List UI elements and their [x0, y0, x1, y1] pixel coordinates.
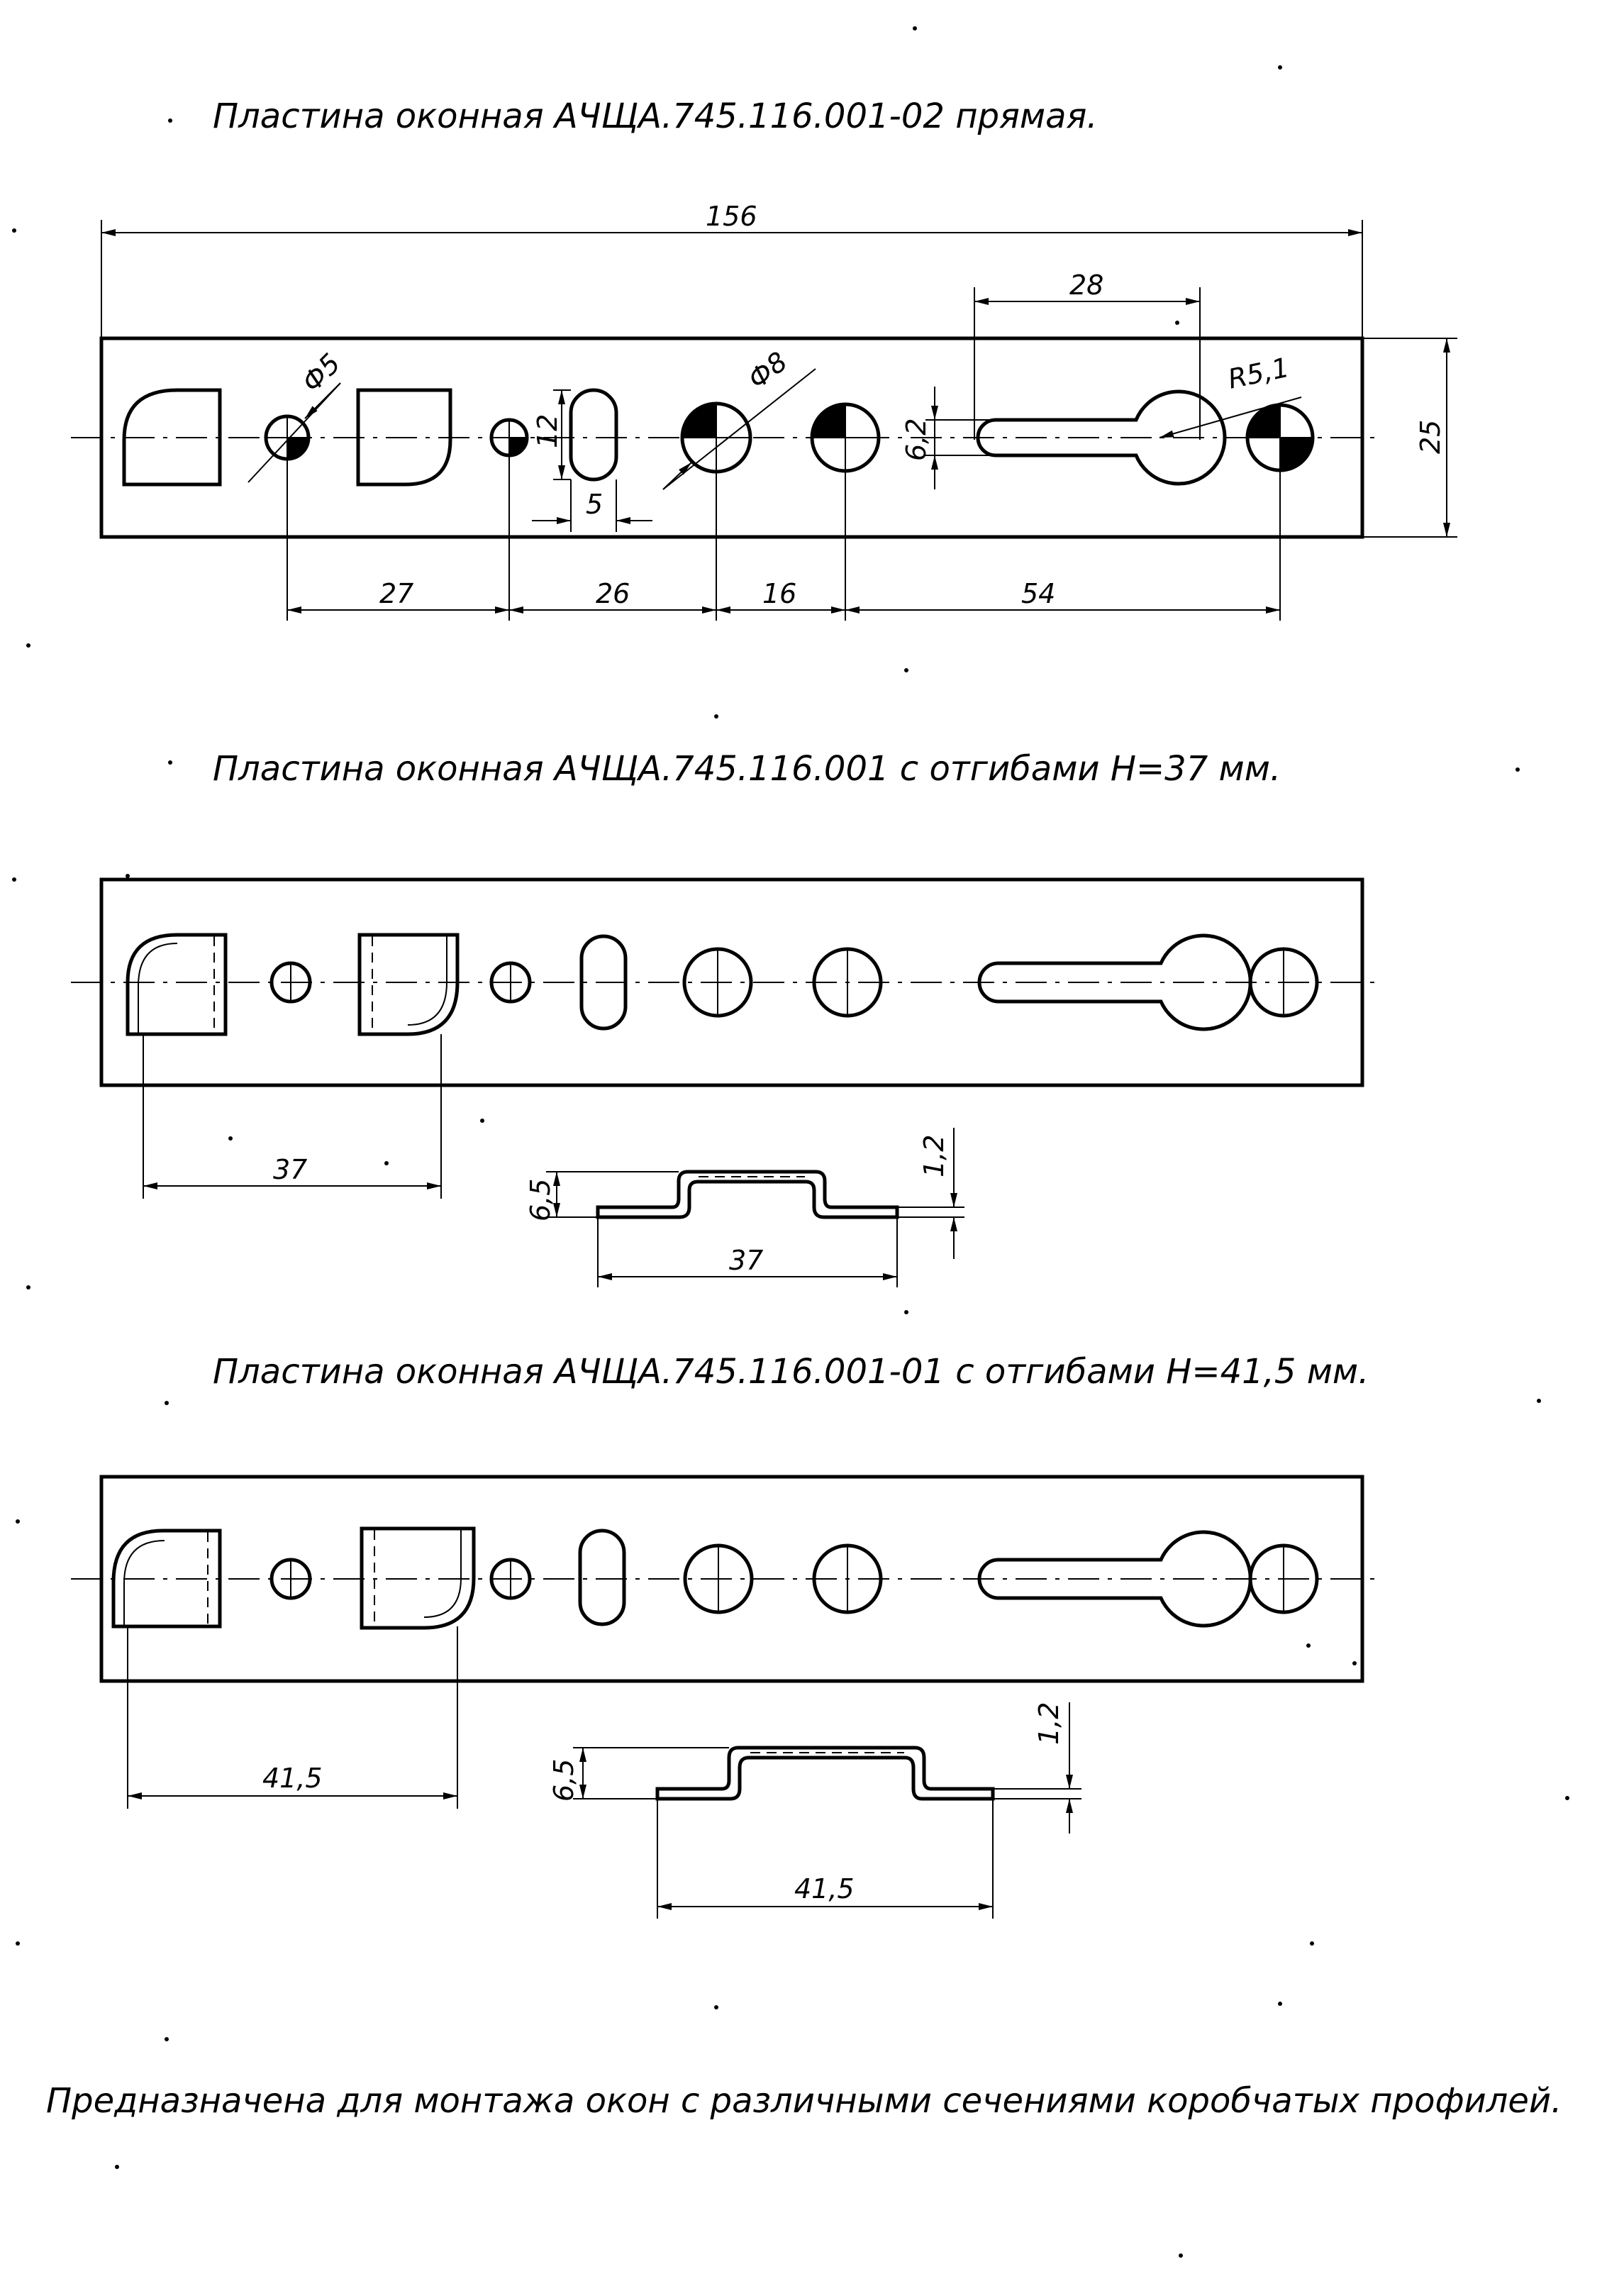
scan-specks [12, 26, 1569, 2258]
keyhole-slot [977, 1530, 1252, 1628]
oblong-slot [569, 388, 618, 482]
left-bent-tab [111, 1529, 222, 1629]
hole-marker [1247, 405, 1280, 438]
dim-key-width: 6,2 [901, 418, 932, 461]
dim-slot-length: 28 [1069, 270, 1103, 301]
right-bent-tab [360, 1526, 476, 1630]
keyhole-slot [977, 933, 1252, 1031]
keyhole-slot [976, 389, 1227, 486]
dim-pitch-4: 54 [1021, 578, 1055, 609]
purpose-note: Предназначена для монтажа окон с различн… [46, 2081, 1562, 2121]
dim-pitch-1: 27 [379, 578, 413, 609]
dim-bend-height-37: 6,5 [525, 1179, 556, 1221]
bend-section-profile [655, 1746, 995, 1801]
title-bent-41: Пластина оконная АЧЩА.745.116.001-01 с о… [213, 1352, 1369, 1392]
dim-bend-height-41: 6,5 [548, 1759, 579, 1802]
dim-pitch-3: 16 [762, 578, 796, 609]
dim-key-radius: R5,1 [1225, 352, 1292, 395]
dim-flange-41: 41,5 [262, 1763, 323, 1794]
dim-overall-length: 156 [706, 201, 757, 232]
hole-marker [812, 404, 845, 438]
dimensions-straight: 156 28 R5,1 25 Ф5 Ф8 12 5 [101, 201, 1457, 621]
dim-slot-height: 12 [532, 414, 563, 448]
dim-section-width-37: 37 [729, 1245, 763, 1276]
dim-hole-small: Ф5 [296, 348, 346, 398]
title-straight-plate: Пластина оконная АЧЩА.745.116.001-02 пря… [213, 96, 1098, 136]
dimensions-bent-37: 37 6,5 1,2 37 [143, 1034, 964, 1287]
dim-section-width-41: 41,5 [794, 1873, 855, 1904]
right-tab-cutout [356, 388, 452, 487]
straight-plate-view [71, 336, 1383, 539]
dim-hole-large: Ф8 [742, 345, 793, 395]
dim-thickness-37: 1,2 [918, 1135, 950, 1177]
oblong-slot [578, 1529, 626, 1626]
dim-height: 25 [1415, 420, 1446, 454]
dim-pitch-2: 26 [596, 578, 630, 609]
bend-section-profile [596, 1170, 899, 1219]
dim-thickness-41: 1,2 [1033, 1702, 1064, 1745]
hole-marker [1280, 438, 1313, 470]
hole-marker [509, 438, 527, 455]
bent-37-plate-view [71, 877, 1383, 1087]
left-tab-cutout [122, 388, 222, 487]
bent-41-plate-view [71, 1475, 1383, 1683]
hole-marker [287, 438, 308, 459]
oblong-slot [579, 934, 628, 1031]
left-bent-tab [126, 933, 228, 1036]
right-bent-tab [357, 933, 460, 1036]
dim-slot-width: 5 [586, 489, 603, 520]
dimensions-bent-41: 41,5 6,5 1,2 41,5 [127, 1626, 1081, 1919]
dim-flange-37: 37 [273, 1154, 307, 1185]
title-bent-37: Пластина оконная АЧЩА.745.116.001 с отги… [213, 749, 1281, 789]
hole-marker [682, 404, 716, 438]
